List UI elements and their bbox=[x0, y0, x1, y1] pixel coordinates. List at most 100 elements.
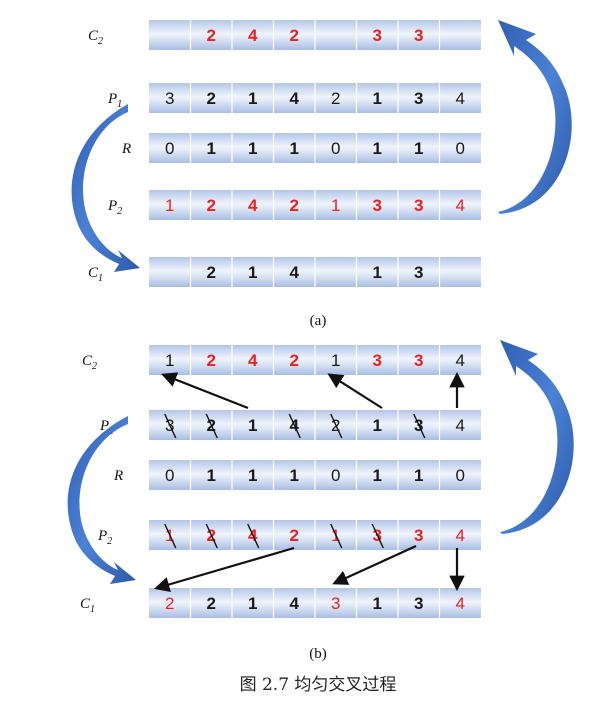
gene-value: 3 bbox=[373, 26, 382, 45]
panel-b: 12421334C232142134P101110110R12421334P22… bbox=[80, 345, 481, 618]
gene-value: 3 bbox=[373, 196, 382, 215]
gene-value: 2 bbox=[290, 196, 299, 215]
gene-value: 2 bbox=[290, 26, 299, 45]
gene-value: 4 bbox=[248, 351, 258, 370]
gene-value: 3 bbox=[165, 89, 174, 108]
gene-row: 2 2 1 4 3 1 3 4 C1 bbox=[80, 588, 481, 618]
gene-value: 4 bbox=[456, 416, 465, 435]
gene-value: 0 bbox=[456, 139, 465, 158]
gene-value: 1 bbox=[414, 139, 423, 158]
gene-value: 0 bbox=[456, 466, 465, 485]
gene-row: 2 1 4 1 3 C1 bbox=[88, 257, 481, 287]
gene-value: 4 bbox=[248, 196, 258, 215]
gene-value: 1 bbox=[373, 466, 382, 485]
gene-value: 2 bbox=[207, 594, 216, 613]
gene-value: 1 bbox=[207, 139, 216, 158]
row-label: P1 bbox=[107, 91, 122, 110]
gene-value: 2 bbox=[207, 89, 216, 108]
gene-value: 1 bbox=[373, 89, 382, 108]
gene-value: 0 bbox=[331, 466, 340, 485]
gene-value: 0 bbox=[331, 139, 340, 158]
gene-value: 1 bbox=[373, 263, 382, 282]
blue-curved-arrow-p2-to-c2-a bbox=[498, 20, 572, 214]
gene-value: 1 bbox=[290, 139, 299, 158]
blue-curved-arrow-p1-to-c1-a bbox=[71, 104, 140, 272]
row-label: C2 bbox=[82, 353, 97, 372]
arrow-p1-to-c2-gene1 bbox=[161, 372, 249, 410]
gene-value: 4 bbox=[290, 263, 300, 282]
strike-mark bbox=[164, 523, 177, 549]
gene-value: 4 bbox=[456, 196, 465, 215]
gene-value: 3 bbox=[414, 351, 423, 370]
gene-value: 4 bbox=[290, 89, 300, 108]
blue-curved-arrow-p1-to-c1-b bbox=[67, 416, 136, 584]
gene-value: 2 bbox=[331, 89, 340, 108]
gene-row: 3 2 1 4 2 1 3 4 P1 bbox=[107, 83, 481, 113]
gene-value: 4 bbox=[456, 526, 465, 545]
gene-value: 4 bbox=[456, 351, 465, 370]
gene-value: 2 bbox=[290, 526, 299, 545]
gene-value: 1 bbox=[165, 351, 174, 370]
gene-value: 2 bbox=[207, 351, 216, 370]
strike-mark bbox=[205, 523, 218, 549]
gene-value: 1 bbox=[248, 89, 257, 108]
gene-value: 2 bbox=[207, 263, 216, 282]
gene-value: 2 bbox=[207, 26, 216, 45]
gene-value: 1 bbox=[248, 416, 257, 435]
gene-value: 1 bbox=[414, 466, 423, 485]
strike-mark bbox=[288, 413, 301, 439]
arrow-p1-to-c2-gene5 bbox=[327, 373, 383, 409]
gene-value: 4 bbox=[248, 26, 258, 45]
gene-value: 1 bbox=[248, 594, 257, 613]
gene-value: 2 bbox=[165, 594, 174, 613]
gene-value: 1 bbox=[373, 594, 382, 613]
gene-value: 4 bbox=[456, 594, 465, 613]
strike-mark bbox=[330, 523, 343, 549]
panel-a-caption: (a) bbox=[310, 313, 327, 329]
row-label: R bbox=[121, 141, 131, 157]
gene-value: 3 bbox=[414, 26, 423, 45]
panel-b-caption: (b) bbox=[309, 646, 327, 662]
gene-value: 3 bbox=[414, 594, 423, 613]
row-label: C1 bbox=[88, 265, 103, 284]
strike-mark bbox=[205, 413, 218, 439]
strike-mark bbox=[371, 523, 384, 549]
gene-value: 4 bbox=[290, 594, 300, 613]
gene-value: 3 bbox=[414, 263, 423, 282]
gene-value: 1 bbox=[331, 196, 340, 215]
gene-value: 3 bbox=[331, 594, 340, 613]
gene-value: 3 bbox=[414, 196, 423, 215]
gene-value: 4 bbox=[456, 89, 465, 108]
strike-mark bbox=[164, 413, 177, 439]
gene-value: 1 bbox=[207, 466, 216, 485]
strike-mark bbox=[413, 413, 426, 439]
figure-caption: 图 2.7 均匀交叉过程 bbox=[240, 675, 397, 695]
black-arrows-group bbox=[154, 371, 465, 592]
gene-value: 1 bbox=[373, 416, 382, 435]
gene-value: 0 bbox=[165, 466, 174, 485]
row-label: R bbox=[113, 468, 123, 484]
gene-value: 3 bbox=[373, 351, 382, 370]
arrow-p2-to-c1-gene1 bbox=[154, 546, 295, 592]
gene-value: 1 bbox=[248, 139, 257, 158]
gene-value: 2 bbox=[290, 351, 299, 370]
gene-value: 1 bbox=[290, 466, 299, 485]
row-label: C1 bbox=[80, 596, 95, 615]
gene-value: 3 bbox=[414, 89, 423, 108]
gene-value: 3 bbox=[414, 526, 423, 545]
arrow-p2-to-c1-gene5 bbox=[332, 544, 417, 585]
gene-value: 0 bbox=[165, 139, 174, 158]
strike-mark bbox=[247, 523, 260, 549]
strike-mark bbox=[330, 413, 343, 439]
blue-curved-arrow-p2-to-c2-b bbox=[500, 340, 574, 534]
gene-value: 1 bbox=[248, 263, 257, 282]
gene-value: 1 bbox=[165, 196, 174, 215]
